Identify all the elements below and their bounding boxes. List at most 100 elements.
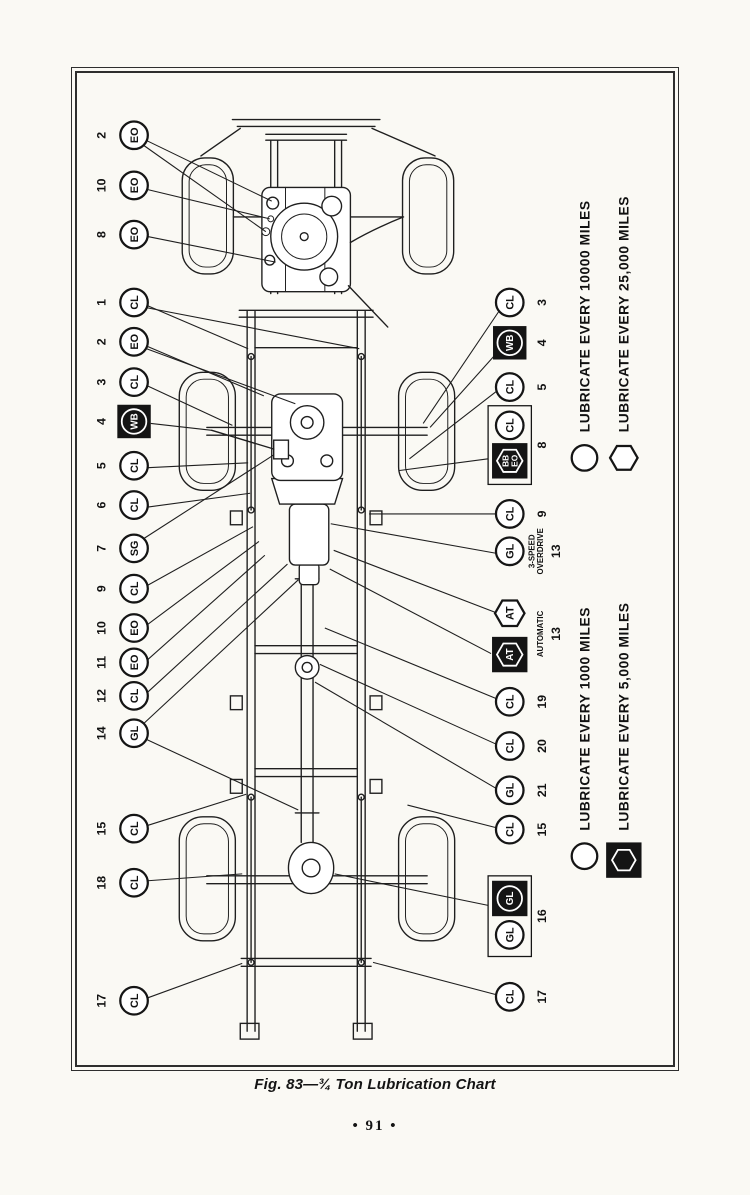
- callout-bottom-13-overdrive: GL 3-SPEED OVERDRIVE 13: [494, 528, 563, 574]
- callout-bottom-13-automatic: AT AT AUTOMATIC 13: [492, 599, 563, 673]
- svg-text:3-SPEED: 3-SPEED: [527, 534, 536, 568]
- svg-text:EO: EO: [129, 127, 141, 143]
- svg-text:8: 8: [535, 442, 549, 449]
- svg-text:CL: CL: [129, 458, 141, 473]
- callout-top-5-cl: CL 5: [95, 450, 149, 481]
- svg-text:3: 3: [535, 299, 549, 306]
- svg-text:17: 17: [95, 994, 109, 1008]
- callout-bottom-8-group: BB EO CL 8: [487, 405, 549, 486]
- svg-text:13: 13: [549, 627, 563, 641]
- svg-text:CL: CL: [129, 875, 141, 890]
- svg-text:EO: EO: [129, 334, 141, 350]
- svg-text:4: 4: [535, 339, 549, 346]
- callout-top-10-eo: EO 10: [95, 170, 149, 201]
- svg-text:GL: GL: [505, 782, 517, 797]
- svg-text:GL: GL: [505, 927, 517, 942]
- svg-text:18: 18: [95, 876, 109, 890]
- callout-top-1-cl: CL 1: [95, 287, 149, 318]
- svg-text:7: 7: [95, 545, 109, 552]
- legend-label-5000: LUBRICATE EVERY 5,000 MILES: [617, 603, 632, 831]
- svg-text:8: 8: [95, 231, 109, 238]
- svg-text:BB: BB: [500, 455, 510, 467]
- callout-bottom-20-cl: CL 20: [494, 731, 549, 761]
- svg-text:CL: CL: [129, 581, 141, 596]
- svg-text:1: 1: [95, 299, 109, 306]
- svg-text:4: 4: [95, 418, 109, 425]
- callout-top-3-cl: CL 3: [95, 367, 149, 398]
- bb-eo-hexagon-boxed: BB EO: [492, 443, 528, 479]
- callout-top-4-wb: WB 4: [95, 404, 151, 439]
- svg-text:CL: CL: [129, 375, 141, 390]
- callout-bottom-21-gl: GL 21: [494, 775, 549, 806]
- svg-text:EO: EO: [129, 655, 141, 671]
- callout-top-10b-eo: EO 10: [95, 613, 149, 643]
- callout-top-18-cl: CL 18: [95, 867, 149, 898]
- svg-text:CL: CL: [129, 993, 141, 1008]
- callout-bottom-4-wb: WB 4: [493, 326, 549, 360]
- svg-text:CL: CL: [505, 295, 517, 310]
- svg-text:12: 12: [95, 689, 109, 703]
- callout-bottom-17-cl: CL 17: [494, 981, 549, 1012]
- callout-top-6-cl: CL 6: [95, 490, 149, 520]
- legend-label-25000: LUBRICATE EVERY 25,000 MILES: [617, 196, 632, 432]
- callout-top-2b-eo: EO 2: [95, 326, 149, 357]
- svg-text:5: 5: [95, 462, 109, 469]
- legend-hexagon-5000-icon: [606, 842, 642, 878]
- svg-text:15: 15: [95, 822, 109, 836]
- svg-text:CL: CL: [505, 989, 517, 1004]
- svg-text:11: 11: [95, 656, 109, 669]
- legend-hexagon-25000-icon: [608, 444, 639, 471]
- callout-bottom-15-cl: CL 15: [494, 814, 549, 845]
- svg-text:6: 6: [95, 501, 109, 508]
- svg-text:13: 13: [549, 544, 563, 558]
- svg-text:3: 3: [95, 379, 109, 386]
- callout-bottom-16-group: GL GL 16: [487, 875, 549, 958]
- legend: LUBRICATE EVERY 1000 MILES LUBRICATE EVE…: [570, 196, 642, 878]
- svg-text:GL: GL: [505, 892, 516, 906]
- svg-text:2: 2: [95, 132, 109, 139]
- svg-text:EO: EO: [129, 227, 141, 243]
- callout-bottom-5-cl: CL 5: [494, 372, 549, 402]
- svg-text:WB: WB: [505, 335, 516, 351]
- svg-text:EO: EO: [129, 178, 141, 194]
- chart-frame: EO 2 EO 10 EO 8 CL 1 EO 2 CL 3 WB 4: [71, 67, 679, 1071]
- callout-top-7-sg: SG 7: [95, 533, 149, 564]
- callout-top-11-eo: EO 11: [95, 647, 149, 678]
- svg-text:AT: AT: [505, 606, 517, 620]
- svg-text:9: 9: [95, 585, 109, 592]
- chassis-drawing: [178, 309, 456, 1040]
- svg-text:CL: CL: [505, 694, 517, 709]
- svg-text:GL: GL: [505, 543, 517, 558]
- callout-top-17-cl: CL 17: [95, 985, 149, 1016]
- svg-text:CL: CL: [505, 822, 517, 837]
- legend-label-10000: LUBRICATE EVERY 10000 MILES: [577, 200, 592, 432]
- legend-circle-10000-icon: [570, 443, 599, 472]
- gl-circle: GL: [494, 919, 525, 950]
- svg-text:SG: SG: [129, 541, 141, 557]
- at-hexagon: AT: [493, 599, 526, 628]
- svg-text:CL: CL: [505, 418, 517, 433]
- callout-top-14-gl: GL 14: [95, 718, 149, 749]
- svg-text:AUTOMATIC: AUTOMATIC: [536, 610, 545, 657]
- leader-lines: [141, 139, 502, 999]
- callout-top-12-cl: CL 12: [95, 680, 149, 711]
- legend-circle-1000-icon: [570, 842, 599, 871]
- svg-text:9: 9: [535, 510, 549, 517]
- svg-text:20: 20: [535, 739, 549, 753]
- callout-bottom-19-cl: CL 19: [494, 686, 549, 717]
- svg-text:15: 15: [535, 823, 549, 837]
- svg-text:CL: CL: [505, 738, 517, 753]
- svg-text:10: 10: [95, 621, 109, 635]
- legend-label-1000: LUBRICATE EVERY 1000 MILES: [577, 607, 592, 831]
- engine-front-view-drawing: [181, 118, 455, 328]
- callout-top-9-cl: CL 9: [95, 573, 149, 604]
- callout-top-8-eo: EO 8: [95, 219, 149, 250]
- svg-text:CL: CL: [129, 821, 141, 836]
- svg-text:OVERDRIVE: OVERDRIVE: [536, 528, 545, 574]
- lubrication-chart: EO 2 EO 10 EO 8 CL 1 EO 2 CL 3 WB 4: [95, 118, 642, 1040]
- cl-circle: CL: [494, 410, 525, 441]
- svg-text:CL: CL: [129, 688, 141, 703]
- callout-top-15-cl: CL 15: [95, 813, 149, 844]
- callout-bottom-3-cl: CL 3: [494, 287, 549, 318]
- svg-text:AT: AT: [505, 648, 516, 660]
